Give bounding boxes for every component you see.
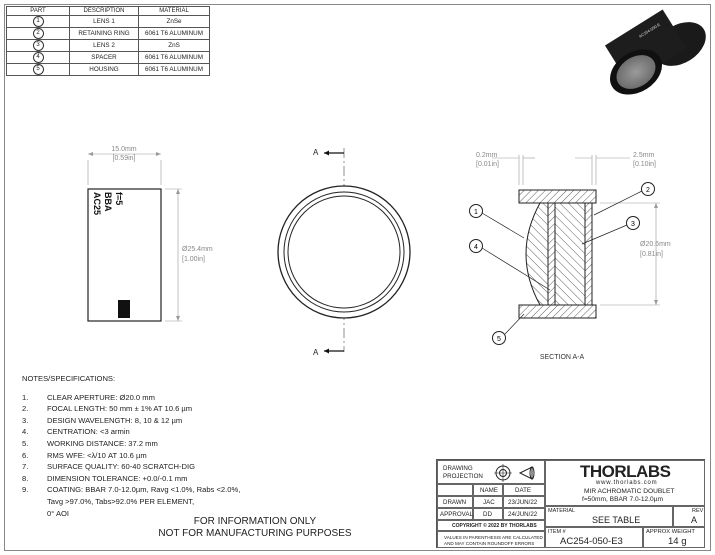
rev-label: REV bbox=[692, 508, 704, 514]
list-item: 3.DESIGN WAVELENGTH: 8, 10 & 12 µm bbox=[22, 415, 183, 425]
list-item: 7.SURFACE QUALITY: 60-40 SCRATCH-DIG bbox=[22, 462, 195, 472]
width-dim-inch-label: [0.59in] bbox=[113, 155, 136, 162]
section-caption: SECTION A-A bbox=[540, 354, 585, 361]
material-label: MATERIAL bbox=[548, 508, 576, 514]
date-header: DATE bbox=[515, 487, 532, 494]
drawn-name: JAC bbox=[483, 499, 495, 506]
balloon-2: 2 bbox=[593, 182, 655, 216]
item-label: ITEM # bbox=[548, 529, 566, 535]
table-row: 2 RETAINING RING 6061 T6 ALUMINUM bbox=[6, 27, 210, 40]
svg-text:2: 2 bbox=[646, 187, 650, 194]
engraving-line-2: BBA bbox=[103, 192, 113, 212]
weight-value: 14 g bbox=[668, 536, 687, 547]
material-value: SEE TABLE bbox=[592, 515, 641, 525]
projection-label-2: PROJECTION bbox=[443, 473, 483, 480]
retaining-ring-circle bbox=[283, 191, 405, 313]
name-header: NAME bbox=[480, 487, 498, 494]
width-dim-label: 15.0mm bbox=[111, 146, 136, 153]
disclaimer-line-1: FOR INFORMATION ONLY bbox=[193, 516, 317, 527]
left-dim-label: 0.2mm bbox=[476, 152, 498, 159]
list-item: 6.RMS WFE: <λ/10 AT 10.6 µm bbox=[22, 450, 147, 460]
part-number: 5 bbox=[32, 64, 44, 75]
disclaimer: FOR INFORMATION ONLY NOT FOR MANUFACTURI… bbox=[105, 516, 405, 540]
list-item: 1.CLEAR APERTURE: Ø20.0 mm bbox=[22, 392, 155, 402]
projection-cell: DRAWING PROJECTION bbox=[437, 460, 545, 484]
table-row: 5 HOUSING 6061 T6 ALUMINUM bbox=[6, 63, 210, 76]
notes-specifications: NOTES/SPECIFICATIONS: 1.CLEAR APERTURE: … bbox=[22, 373, 240, 519]
third-angle-projection-icon bbox=[494, 464, 535, 482]
lens-2-section bbox=[554, 202, 586, 306]
rounding-note-2: AND MAY CONTAIN ROUNDOFF ERRORS bbox=[444, 541, 535, 546]
section-view: 0.2mm [0.01in] 2.5mm [0.10in] Ø20.6mm [0… bbox=[469, 152, 671, 361]
part-material: 6061 T6 ALUMINUM bbox=[138, 63, 210, 76]
rounding-note-1: VALUES IN PARENTHESIS ARE CALCULATED bbox=[444, 535, 543, 540]
product-3d-image: AC254-050-E bbox=[604, 9, 706, 95]
retaining-ring-section bbox=[584, 202, 593, 306]
disclaimer-line-2: NOT FOR MANUFACTURING PURPOSES bbox=[158, 528, 352, 539]
housing-bottom-wall bbox=[518, 304, 597, 319]
approval-label: APPROVAL bbox=[440, 511, 473, 518]
section-label-bottom: A bbox=[313, 348, 319, 357]
sheet-border bbox=[4, 4, 711, 551]
product-line-2: f=50mm, BBAR 7.0-12.0µm bbox=[582, 496, 663, 503]
engraving-line-3: f=5 bbox=[114, 192, 124, 205]
front-view: A A bbox=[277, 148, 411, 357]
housing-top-wall bbox=[518, 189, 597, 204]
left-dim-inch-label: [0.01in] bbox=[476, 161, 499, 168]
housing-side-outline bbox=[87, 188, 162, 322]
approval-name: DD bbox=[483, 511, 492, 518]
website: www.thorlabs.com bbox=[596, 480, 658, 486]
notes-heading: NOTES/SPECIFICATIONS: bbox=[22, 374, 116, 383]
side-view: 15.0mm [0.59in] Ø25.4mm [1.00in] AC25 BB… bbox=[87, 146, 213, 322]
drawn-label: DRAWN bbox=[443, 499, 467, 506]
parts-table: PART DESCRIPTION MATERIAL 1 LENS 1 ZnSe … bbox=[6, 6, 210, 76]
svg-text:5: 5 bbox=[497, 336, 501, 343]
list-item: 0° AOI bbox=[47, 508, 70, 518]
engraving-line-1: AC25 bbox=[92, 192, 102, 215]
part-number: 2 bbox=[32, 28, 44, 39]
list-item: 9.COATING: BBAR 7.0-12.0µm, Ravg <1.0%, … bbox=[22, 485, 241, 495]
part-number: 4 bbox=[32, 52, 44, 63]
title-block: DRAWING PROJECTION NAME DATE DRAWN JAC 2… bbox=[436, 459, 705, 548]
right-dim-inch-label: [0.10in] bbox=[633, 161, 656, 168]
section-label-top: A bbox=[313, 148, 319, 157]
part-description: HOUSING bbox=[69, 63, 139, 76]
section-dia-inch-label: [0.81in] bbox=[640, 251, 663, 258]
weight-label: APPROX WEIGHT bbox=[646, 529, 695, 535]
right-dim-label: 2.5mm bbox=[633, 152, 655, 159]
list-item: 8.DIMENSION TOLERANCE: +0.0/-0.1 mm bbox=[22, 473, 188, 483]
balloon-1: 1 bbox=[469, 204, 525, 239]
balloon-3: 3 bbox=[581, 216, 640, 245]
dia-dim-label: Ø25.4mm bbox=[182, 246, 213, 253]
part-number: 1 bbox=[32, 16, 44, 27]
part-number: 3 bbox=[32, 40, 44, 51]
clear-aperture-circle bbox=[287, 195, 401, 309]
svg-text:3: 3 bbox=[631, 221, 635, 228]
section-dia-label: Ø20.6mm bbox=[640, 241, 671, 248]
approval-date: 24/JUN/22 bbox=[508, 511, 538, 518]
dia-dim-inch-label: [1.00in] bbox=[182, 256, 205, 263]
list-item: 2.FOCAL LENGTH: 50 mm ± 1% AT 10.6 µm bbox=[22, 404, 193, 414]
list-item: 4.CENTRATION: <3 armin bbox=[22, 427, 130, 437]
rev-value: A bbox=[691, 515, 698, 525]
drawn-date: 23/JUN/22 bbox=[508, 499, 538, 506]
list-item: Tavg >97.0%, Tabs>92.0% PER ELEMENT, bbox=[47, 496, 195, 506]
balloon-4: 4 bbox=[469, 239, 551, 291]
housing-outer-circle bbox=[277, 185, 411, 319]
lens-1-section bbox=[525, 202, 549, 306]
projection-label-1: DRAWING bbox=[443, 465, 473, 472]
svg-text:1: 1 bbox=[474, 209, 478, 216]
thorlabs-logo: THORLABS bbox=[580, 462, 671, 481]
svg-text:4: 4 bbox=[474, 244, 478, 251]
list-item: 5.WORKING DISTANCE: 37.2 mm bbox=[22, 438, 158, 448]
balloon-5: 5 bbox=[492, 313, 525, 345]
copyright: COPYRIGHT © 2022 BY THORLABS bbox=[452, 523, 537, 529]
item-value: AC254-050-E3 bbox=[560, 536, 623, 547]
product-line-1: MIR ACHROMATIC DOUBLET bbox=[584, 488, 675, 495]
